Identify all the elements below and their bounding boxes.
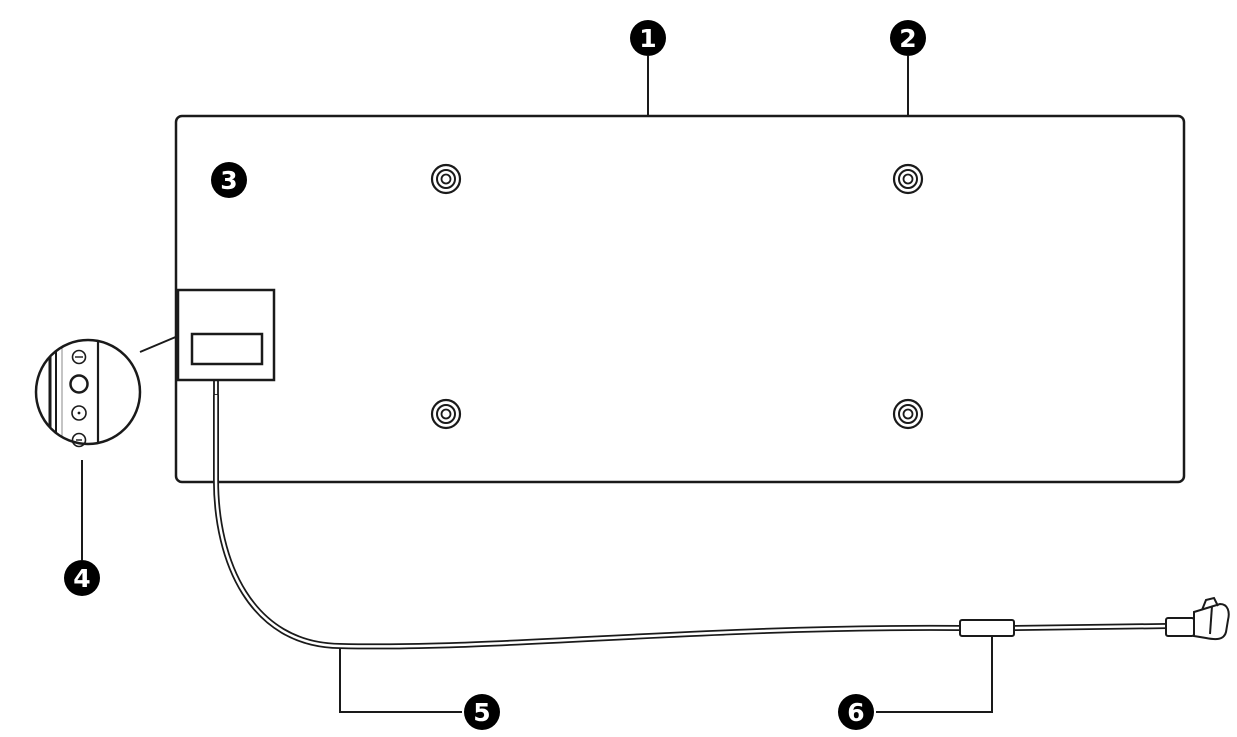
callout-badge-5: 5 (464, 694, 500, 730)
mounting-point-icon (430, 163, 462, 195)
callout-badge-6: 6 (838, 694, 874, 730)
leader-line-6 (876, 634, 993, 713)
callout-label: 6 (847, 698, 864, 727)
display-window (190, 332, 264, 366)
callout-label: 5 (473, 698, 490, 727)
callout-label: 1 (639, 24, 656, 53)
leader-line-5 (339, 648, 462, 713)
control-box (176, 288, 276, 382)
power-plug-icon (1165, 596, 1230, 641)
power-button-icon (69, 374, 89, 394)
callout-label: 2 (899, 24, 916, 53)
button-zoom-detail (34, 338, 142, 448)
inline-connector (959, 619, 1015, 637)
mounting-point-icon (430, 398, 462, 430)
callout-badge-2: 2 (890, 20, 926, 56)
plus-button-icon (71, 405, 87, 421)
minus-button-icon (71, 349, 87, 365)
callout-label: 3 (220, 166, 237, 195)
heater-panel (174, 114, 1186, 484)
mounting-points (430, 163, 924, 430)
mounting-point-icon (892, 398, 924, 430)
leader-line-zoom (139, 335, 179, 353)
callout-badge-1: 1 (630, 20, 666, 56)
callout-badge-3: 3 (211, 162, 247, 198)
callout-label: 4 (73, 564, 90, 593)
mounting-point-icon (892, 163, 924, 195)
callout-badge-4: 4 (64, 560, 100, 596)
